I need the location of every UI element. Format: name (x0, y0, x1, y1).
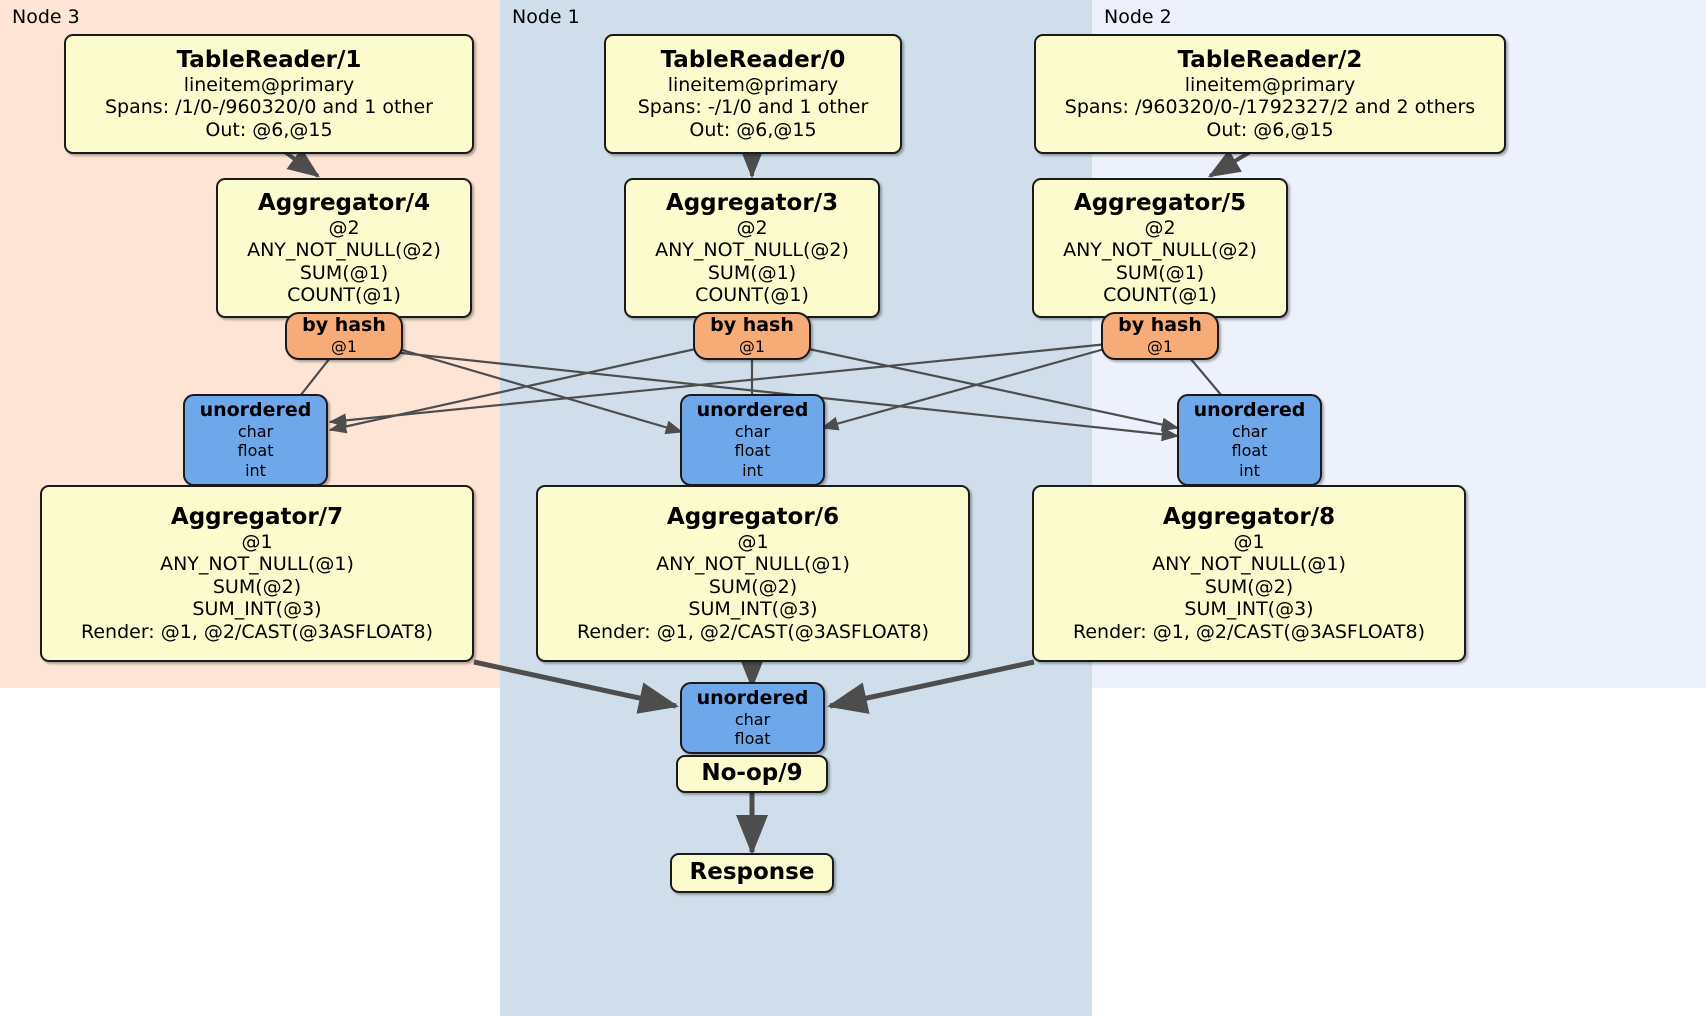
processor-detail-line: @2 (328, 216, 360, 239)
router-title: by hash (710, 314, 794, 337)
processor-detail-line: SUM(@2) (1204, 575, 1294, 598)
router-detail-line: char (734, 709, 771, 729)
processor-title: TableReader/1 (176, 46, 362, 73)
processor-detail-line: @2 (736, 216, 768, 239)
processor-detail-line: ANY_NOT_NULL(@2) (1063, 239, 1257, 262)
processor-detail-line: SUM(@1) (299, 261, 389, 284)
processor-response[interactable]: Response (670, 853, 834, 893)
processor-title: Aggregator/3 (665, 189, 839, 216)
router-detail-line: @1 (738, 337, 766, 357)
router-detail-line: int (245, 460, 266, 480)
router-unordered-right[interactable]: unordered char float int (1177, 394, 1322, 486)
router-detail-line: float (734, 728, 771, 748)
router-title: unordered (696, 686, 809, 709)
node-panel-label-node2: Node 2 (1104, 6, 1172, 28)
node-panel-label-node3: Node 3 (12, 6, 80, 28)
router-detail-line: char (734, 422, 771, 442)
processor-detail-line: SUM(@1) (1115, 261, 1205, 284)
router-detail-line: char (237, 422, 274, 442)
processor-detail-line: ANY_NOT_NULL(@1) (656, 553, 850, 576)
processor-title: Aggregator/6 (666, 503, 840, 530)
router-title: unordered (1193, 399, 1306, 422)
processor-detail-line: lineitem@primary (667, 73, 839, 96)
processor-detail-line: SUM(@2) (212, 575, 302, 598)
router-detail-line: float (1231, 441, 1268, 461)
router-title: by hash (302, 314, 386, 337)
processor-title: Aggregator/5 (1073, 189, 1247, 216)
processor-detail-line: Spans: /1/0-/960320/0 and 1 other (105, 96, 433, 119)
router-unordered-center[interactable]: unordered char float int (680, 394, 825, 486)
router-title: unordered (199, 399, 312, 422)
router-title: unordered (696, 399, 809, 422)
processor-title: Aggregator/4 (257, 189, 431, 216)
router-detail-line: float (237, 441, 274, 461)
processor-detail-line: Out: @6,@15 (689, 118, 817, 141)
processor-detail-line: ANY_NOT_NULL(@1) (160, 553, 354, 576)
router-detail-line: @1 (330, 337, 358, 357)
router-by-hash-center[interactable]: by hash @1 (693, 312, 811, 360)
processor-detail-line: Spans: /960320/0-/1792327/2 and 2 others (1064, 96, 1476, 119)
router-detail-line: int (1239, 460, 1260, 480)
processor-detail-line: ANY_NOT_NULL(@1) (1152, 553, 1346, 576)
processor-detail-line: lineitem@primary (1184, 73, 1356, 96)
processor-detail-line: Out: @6,@15 (205, 118, 333, 141)
processor-detail-line: SUM(@2) (708, 575, 798, 598)
processor-detail-line: lineitem@primary (183, 73, 355, 96)
node-panel-label-node1: Node 1 (512, 6, 580, 28)
processor-tablereader-0[interactable]: TableReader/0 lineitem@primary Spans: -/… (604, 34, 902, 154)
processor-aggregator-6[interactable]: Aggregator/6 @1 ANY_NOT_NULL(@1) SUM(@2)… (536, 485, 970, 662)
processor-title: Aggregator/7 (170, 503, 344, 530)
router-detail-line: char (1231, 422, 1268, 442)
processor-detail-line: ANY_NOT_NULL(@2) (655, 239, 849, 262)
processor-detail-line: @1 (241, 531, 273, 554)
router-unordered-final[interactable]: unordered char float (680, 682, 825, 754)
processor-render-line: Render: @1, @2/CAST(@3ASFLOAT8) (1073, 620, 1425, 643)
router-unordered-left[interactable]: unordered char float int (183, 394, 328, 486)
router-detail-line: @1 (1146, 337, 1174, 357)
router-detail-line: int (742, 460, 763, 480)
processor-detail-line: Out: @6,@15 (1206, 118, 1334, 141)
processor-aggregator-7[interactable]: Aggregator/7 @1 ANY_NOT_NULL(@1) SUM(@2)… (40, 485, 474, 662)
processor-detail-line: COUNT(@1) (1103, 283, 1217, 306)
processor-aggregator-5[interactable]: Aggregator/5 @2 ANY_NOT_NULL(@2) SUM(@1)… (1032, 178, 1288, 318)
processor-title: Response (689, 859, 815, 886)
processor-aggregator-4[interactable]: Aggregator/4 @2 ANY_NOT_NULL(@2) SUM(@1)… (216, 178, 472, 318)
processor-detail-line: SUM_INT(@3) (192, 598, 322, 621)
processor-detail-line: SUM_INT(@3) (688, 598, 818, 621)
processor-noop-9[interactable]: No-op/9 (676, 755, 828, 793)
processor-detail-line: ANY_NOT_NULL(@2) (247, 239, 441, 262)
processor-detail-line: @1 (737, 531, 769, 554)
router-by-hash-left[interactable]: by hash @1 (285, 312, 403, 360)
processor-render-line: Render: @1, @2/CAST(@3ASFLOAT8) (81, 620, 433, 643)
processor-tablereader-1[interactable]: TableReader/1 lineitem@primary Spans: /1… (64, 34, 474, 154)
router-by-hash-right[interactable]: by hash @1 (1101, 312, 1219, 360)
processor-tablereader-2[interactable]: TableReader/2 lineitem@primary Spans: /9… (1034, 34, 1506, 154)
processor-detail-line: @2 (1144, 216, 1176, 239)
processor-detail-line: COUNT(@1) (695, 283, 809, 306)
processor-title: No-op/9 (701, 760, 803, 787)
processor-title: TableReader/2 (1177, 46, 1363, 73)
processor-detail-line: @1 (1233, 531, 1265, 554)
processor-render-line: Render: @1, @2/CAST(@3ASFLOAT8) (577, 620, 929, 643)
processor-detail-line: SUM(@1) (707, 261, 797, 284)
router-detail-line: float (734, 441, 771, 461)
processor-title: Aggregator/8 (1162, 503, 1336, 530)
processor-detail-line: Spans: -/1/0 and 1 other (637, 96, 869, 119)
processor-detail-line: SUM_INT(@3) (1184, 598, 1314, 621)
processor-aggregator-8[interactable]: Aggregator/8 @1 ANY_NOT_NULL(@1) SUM(@2)… (1032, 485, 1466, 662)
processor-aggregator-3[interactable]: Aggregator/3 @2 ANY_NOT_NULL(@2) SUM(@1)… (624, 178, 880, 318)
processor-title: TableReader/0 (660, 46, 846, 73)
processor-detail-line: COUNT(@1) (287, 283, 401, 306)
router-title: by hash (1118, 314, 1202, 337)
